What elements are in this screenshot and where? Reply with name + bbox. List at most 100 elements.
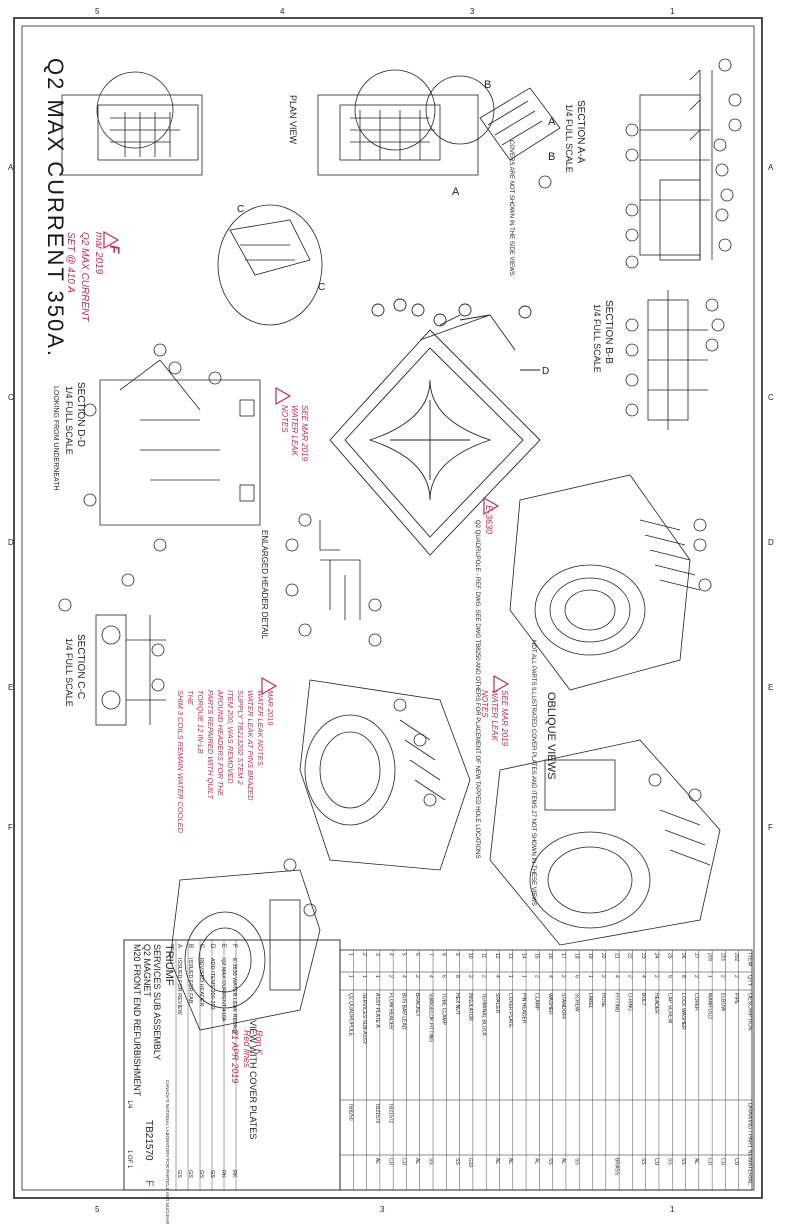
parts-table-cell: 1 [374,975,380,978]
parts-table-cell: FITTING [613,993,619,1013]
revision-initials: GS [209,1170,215,1178]
parts-table-cell: CU [653,1158,659,1166]
section-cc-scale: 1/4 FULL SCALE [64,638,74,707]
oblique-view-2 [489,739,721,946]
revision-description: ADD ITEMS 200-202 [209,958,215,1010]
parts-table-cell: 7 [427,953,433,956]
parts-table-cell: STANDOFF [560,993,566,1020]
parts-table-header-cell: QTY [746,975,752,987]
parts-table-cell: 2 [693,975,699,978]
parts-table-cell: AL [534,1158,540,1164]
section-aa-scale: 1/4 FULL SCALE [564,104,574,173]
redline-note: TORQUE 12 IN-LB [196,690,205,754]
title-org: TRIUMF [163,944,175,986]
redline-signoff: Ron K [254,1030,264,1056]
parts-table-cell: 2 [387,975,393,978]
parts-table-cell: AL [507,1158,513,1164]
border-number: 4 [280,7,285,16]
parts-table-cell: 21 [613,953,619,959]
parts-table-cell: WASHER [547,993,553,1015]
section-a-marker: A [548,116,556,128]
parts-table-cell: SS [680,1158,686,1165]
parts-table-cell: TB21570 [374,1103,380,1124]
parts-table-cell: 2 [361,953,367,956]
parts-table-cell: AL [494,1158,500,1164]
parts-table-cell: TB8250 [348,1103,354,1121]
parts-table-cell: 2 [720,975,726,978]
section-cc-label: SECTION C-C [75,634,86,699]
parts-table-cell: SCREW [574,993,580,1012]
parts-table-cell: 1 [520,975,526,978]
parts-table-cell: SWAGELOK FITTING [427,993,433,1042]
redline-group: F mar 2019 Q2 MAX CURRENT SET @ 410 A SE… [65,232,509,1083]
parts-table-cell: SS [427,1158,433,1165]
detail-c-sketch [217,204,323,326]
revision-letter: C [198,944,204,949]
enlarged-header-drawing [285,513,382,647]
enlarged-header-label: ENLARGED HEADER DETAIL [260,530,269,640]
parts-table-header-cell: DESCRIPTION [746,993,752,1031]
border-letter: E [8,683,13,692]
border-number: 3 [470,7,475,16]
redline-note: MAR 2019 [266,690,275,726]
title-scale: 1/4 [126,1100,132,1109]
parts-table-cell: 27 [693,953,699,959]
border-letter: F [8,823,13,832]
border-letter: C [8,393,14,402]
parts-table-cell: 4 [427,975,433,978]
parts-table-cell: SS [640,1158,646,1165]
title-rev: F [143,1180,155,1187]
title-line-2: Q2 MAGNET [142,944,152,998]
revision-initials: GS [176,1170,182,1178]
parts-table-cell: LOCK WASHER [680,993,686,1030]
parts-table-cell: HOSE [600,993,606,1008]
parts-table-cell: 4 [640,975,646,978]
border-letter: C [768,393,774,402]
parts-table-cell: 16 [547,953,553,959]
parts-table-cell: 4 [547,975,553,978]
parts-table-cell: HEADER [653,993,659,1014]
parts-table-cell: 4 [387,953,393,956]
parts-table-cell: AL [414,1158,420,1164]
section-dd-scale: 1/4 FULL SCALE [64,386,74,455]
parts-table-cell: 4 [401,975,407,978]
parts-table-cell: COVER PLATE [507,993,513,1028]
parts-table-cell: 2 [600,975,606,978]
title-line-1: SERVICES SUB ASSEMBLY [152,944,162,1060]
section-d-marker: D [542,366,549,377]
redline-note: WATER LEAK AT PINS BRAZED [246,690,255,801]
revision-letter: A [176,944,182,948]
redline-note: WATER LEAK NOTES: [256,690,265,768]
parts-table-cell: INSULATOR [467,993,473,1022]
parts-table-cell: 8 [441,953,447,956]
redline-note: NOTES [480,690,489,718]
parts-table-cell: PIPE [733,993,739,1005]
parts-table-cell: 14 [520,953,526,959]
revision-letter: F [231,944,237,948]
revision-initials: GS [187,1170,193,1178]
section-dd-label: SECTION D-D [75,382,86,447]
redline-note: SEE MAR 2019 [300,405,309,462]
parts-table-cell: 26 [680,953,686,959]
parts-table-cell: BRASS [613,1158,619,1176]
parts-table-cell: SS [667,1158,673,1165]
parts-table-cell: 2 [653,975,659,978]
parts-table-cell: 20 [600,953,606,959]
redline-note: SHIM 3 COILS REMAIN WATER COOLED [176,690,185,834]
parts-table-cell: 24 [653,953,659,959]
parts-table-cell: TERMINAL BLOCK [480,993,486,1037]
cover-plates-label: VIEW WITH COVER PLATES [248,1020,258,1139]
redline-note: E-3630 [484,505,494,534]
redline-note: SET @ 410 A [65,232,76,293]
border-letter: D [8,538,14,547]
parts-table-cell: 2 [414,975,420,978]
parts-table-cell: 10 [467,953,473,959]
parts-table-cell: 2 [480,975,486,978]
redline-signoff: 21 APR 2019 [230,1029,240,1083]
parts-table-cell: SS [547,1158,553,1165]
title-lab: CANADA'S NATIONAL LABORATORY FOR PARTICL… [165,1080,170,1224]
border-number: 5 [95,7,100,16]
revision-letter: D [209,944,215,949]
